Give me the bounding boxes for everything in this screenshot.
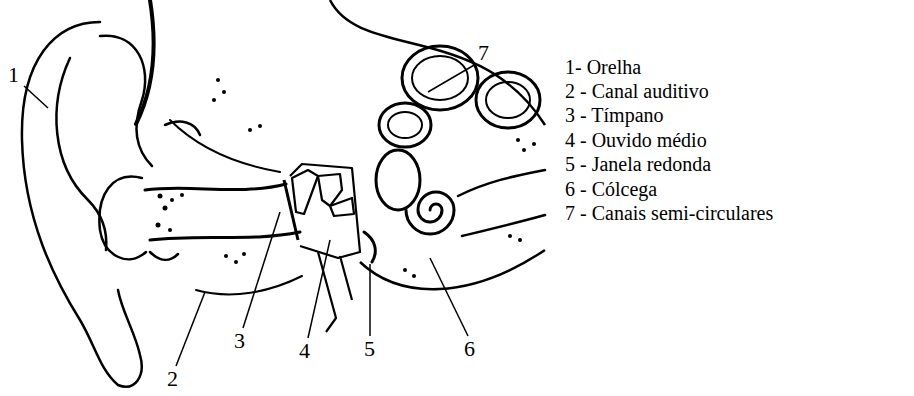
leader-line (308, 240, 330, 338)
callout-number: 6 (464, 338, 475, 360)
callout-number: 5 (364, 338, 375, 360)
callout-number: 2 (167, 368, 178, 390)
callout-number: 4 (299, 340, 310, 362)
malleus (292, 170, 318, 214)
leader-line (428, 64, 476, 92)
round-window (364, 232, 375, 262)
leader-line (24, 86, 48, 108)
canal-bottom (150, 232, 300, 240)
eustachian-tube (318, 252, 352, 332)
leader-line (176, 292, 205, 366)
outer-ear (22, 0, 200, 387)
key-entry: 3 - Tímpano (565, 105, 664, 125)
incus (318, 174, 342, 206)
inner-ear (364, 46, 545, 262)
semicircular-canal (379, 103, 431, 147)
concha (99, 177, 146, 260)
key-entry: 4 - Ouvido médio (565, 130, 707, 150)
ear-canal (145, 120, 302, 294)
key-entry: 7 - Canais semi-circulares (565, 203, 773, 223)
canal-hair (156, 78, 537, 278)
leader-line (369, 264, 371, 336)
auditory-nerve (458, 170, 545, 236)
semicircular-canal (412, 56, 468, 100)
semicircular-canal (476, 72, 540, 128)
semicircular-canal (486, 82, 530, 118)
middle-ear (284, 164, 360, 332)
key-entry: 1- Orelha (565, 57, 641, 77)
bone-line (196, 276, 302, 294)
key-entry: 2 - Canal auditivo (565, 81, 709, 101)
leader-lines (24, 64, 476, 366)
cochlea (406, 192, 454, 234)
key-entry: 6 - Cólcega (565, 179, 657, 199)
vestibule (376, 150, 420, 210)
stapes (330, 198, 354, 216)
temporal-bone (330, 0, 545, 289)
bone-line (170, 120, 280, 172)
semicircular-canal (402, 46, 478, 110)
bone-outline (360, 250, 545, 289)
key-entry: 5 - Janela redonda (565, 154, 711, 174)
tragus (150, 252, 178, 260)
callout-number: 1 (8, 64, 19, 86)
callout-number: 3 (234, 330, 245, 352)
callout-number: 7 (478, 42, 489, 64)
head-line (136, 0, 154, 124)
semicircular-canal (388, 112, 422, 138)
bone-outline (330, 0, 545, 125)
middle-ear-cavity (290, 164, 360, 258)
skull-curve (165, 122, 200, 135)
pinna-outline (22, 22, 142, 387)
leader-line (430, 258, 468, 336)
canal-top (145, 184, 286, 190)
leader-line (243, 212, 280, 328)
